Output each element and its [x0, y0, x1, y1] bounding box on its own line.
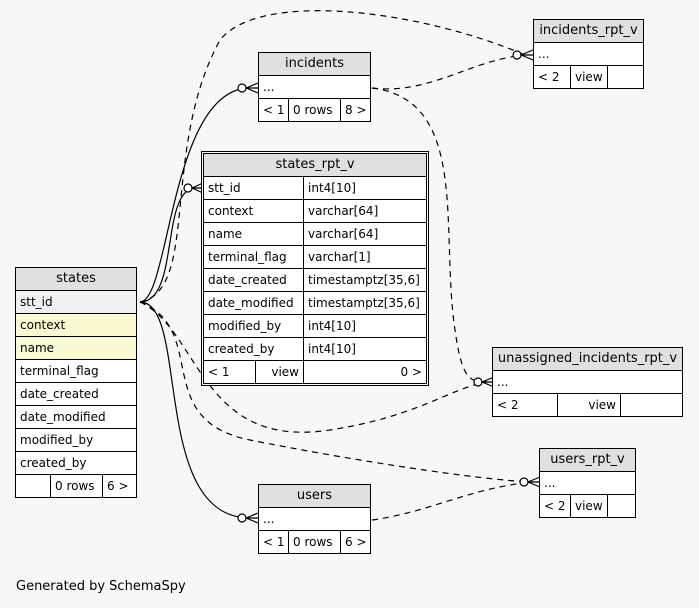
link-states-unassigned — [139, 301, 488, 433]
column-row: ... — [540, 472, 635, 495]
link-states-users — [139, 301, 251, 519]
table-footer: < 1 0 rows 8 > — [259, 99, 370, 121]
table-states[interactable]: states stt_id context name terminal_flag… — [15, 267, 137, 498]
table-title: states_rpt_v — [204, 154, 426, 177]
table-footer: < 2 view — [540, 495, 635, 517]
column-row: ... — [534, 43, 643, 66]
table-unassigned-incidents-rpt-v[interactable]: unassigned_incidents_rpt_v ... < 2 view — [492, 347, 683, 417]
column-row: terminal_flag — [16, 360, 136, 383]
column-row: name — [16, 337, 136, 360]
link-users-users-rpt-v — [371, 481, 533, 521]
link-incidents-incidents-rpt-v — [371, 54, 526, 90]
table-footer: < 1 view 0 > — [204, 361, 426, 383]
column-row: date_modified — [16, 406, 136, 429]
column-row: modified_by — [16, 429, 136, 452]
table-footer: 0 rows 6 > — [16, 475, 136, 497]
link-incidents-unassigned — [371, 87, 488, 383]
marker-users — [237, 513, 247, 523]
column-row: ... — [493, 371, 682, 394]
link-states-incidents — [139, 87, 251, 303]
table-footer: < 1 0 rows 6 > — [259, 531, 370, 553]
link-states-incidents-rpt-v — [139, 10, 526, 303]
marker-users-rpt-v — [519, 477, 529, 487]
table-title: users_rpt_v — [540, 449, 635, 472]
column-row: ... — [259, 508, 370, 531]
table-footer: < 2 view — [493, 394, 682, 416]
table-title: incidents — [259, 53, 370, 76]
table-title: unassigned_incidents_rpt_v — [493, 348, 682, 371]
marker-states-rpt-v — [183, 183, 193, 193]
marker-unassigned — [473, 377, 483, 387]
link-states-states-rpt-v — [139, 187, 197, 303]
table-users[interactable]: users ... < 1 0 rows 6 > — [258, 484, 371, 554]
generated-by-text: Generated by SchemaSpy — [16, 579, 186, 594]
table-users-rpt-v[interactable]: users_rpt_v ... < 2 view — [539, 448, 636, 518]
column-row: ... — [259, 76, 370, 99]
column-row: date_created — [16, 383, 136, 406]
table-title: users — [259, 485, 370, 508]
column-row: context — [16, 314, 136, 337]
table-incidents[interactable]: incidents ... < 1 0 rows 8 > — [258, 52, 371, 122]
table-title: incidents_rpt_v — [534, 20, 643, 43]
column-row: stt_id — [16, 291, 136, 314]
marker-incidents — [237, 83, 247, 93]
table-title: states — [16, 268, 136, 291]
link-states-users-rpt-v — [139, 301, 533, 483]
table-incidents-rpt-v[interactable]: incidents_rpt_v ... < 2 view — [533, 19, 644, 89]
column-row: created_by — [16, 452, 136, 475]
marker-incidents-rpt-v — [512, 50, 522, 60]
table-footer: < 2 view — [534, 66, 643, 88]
